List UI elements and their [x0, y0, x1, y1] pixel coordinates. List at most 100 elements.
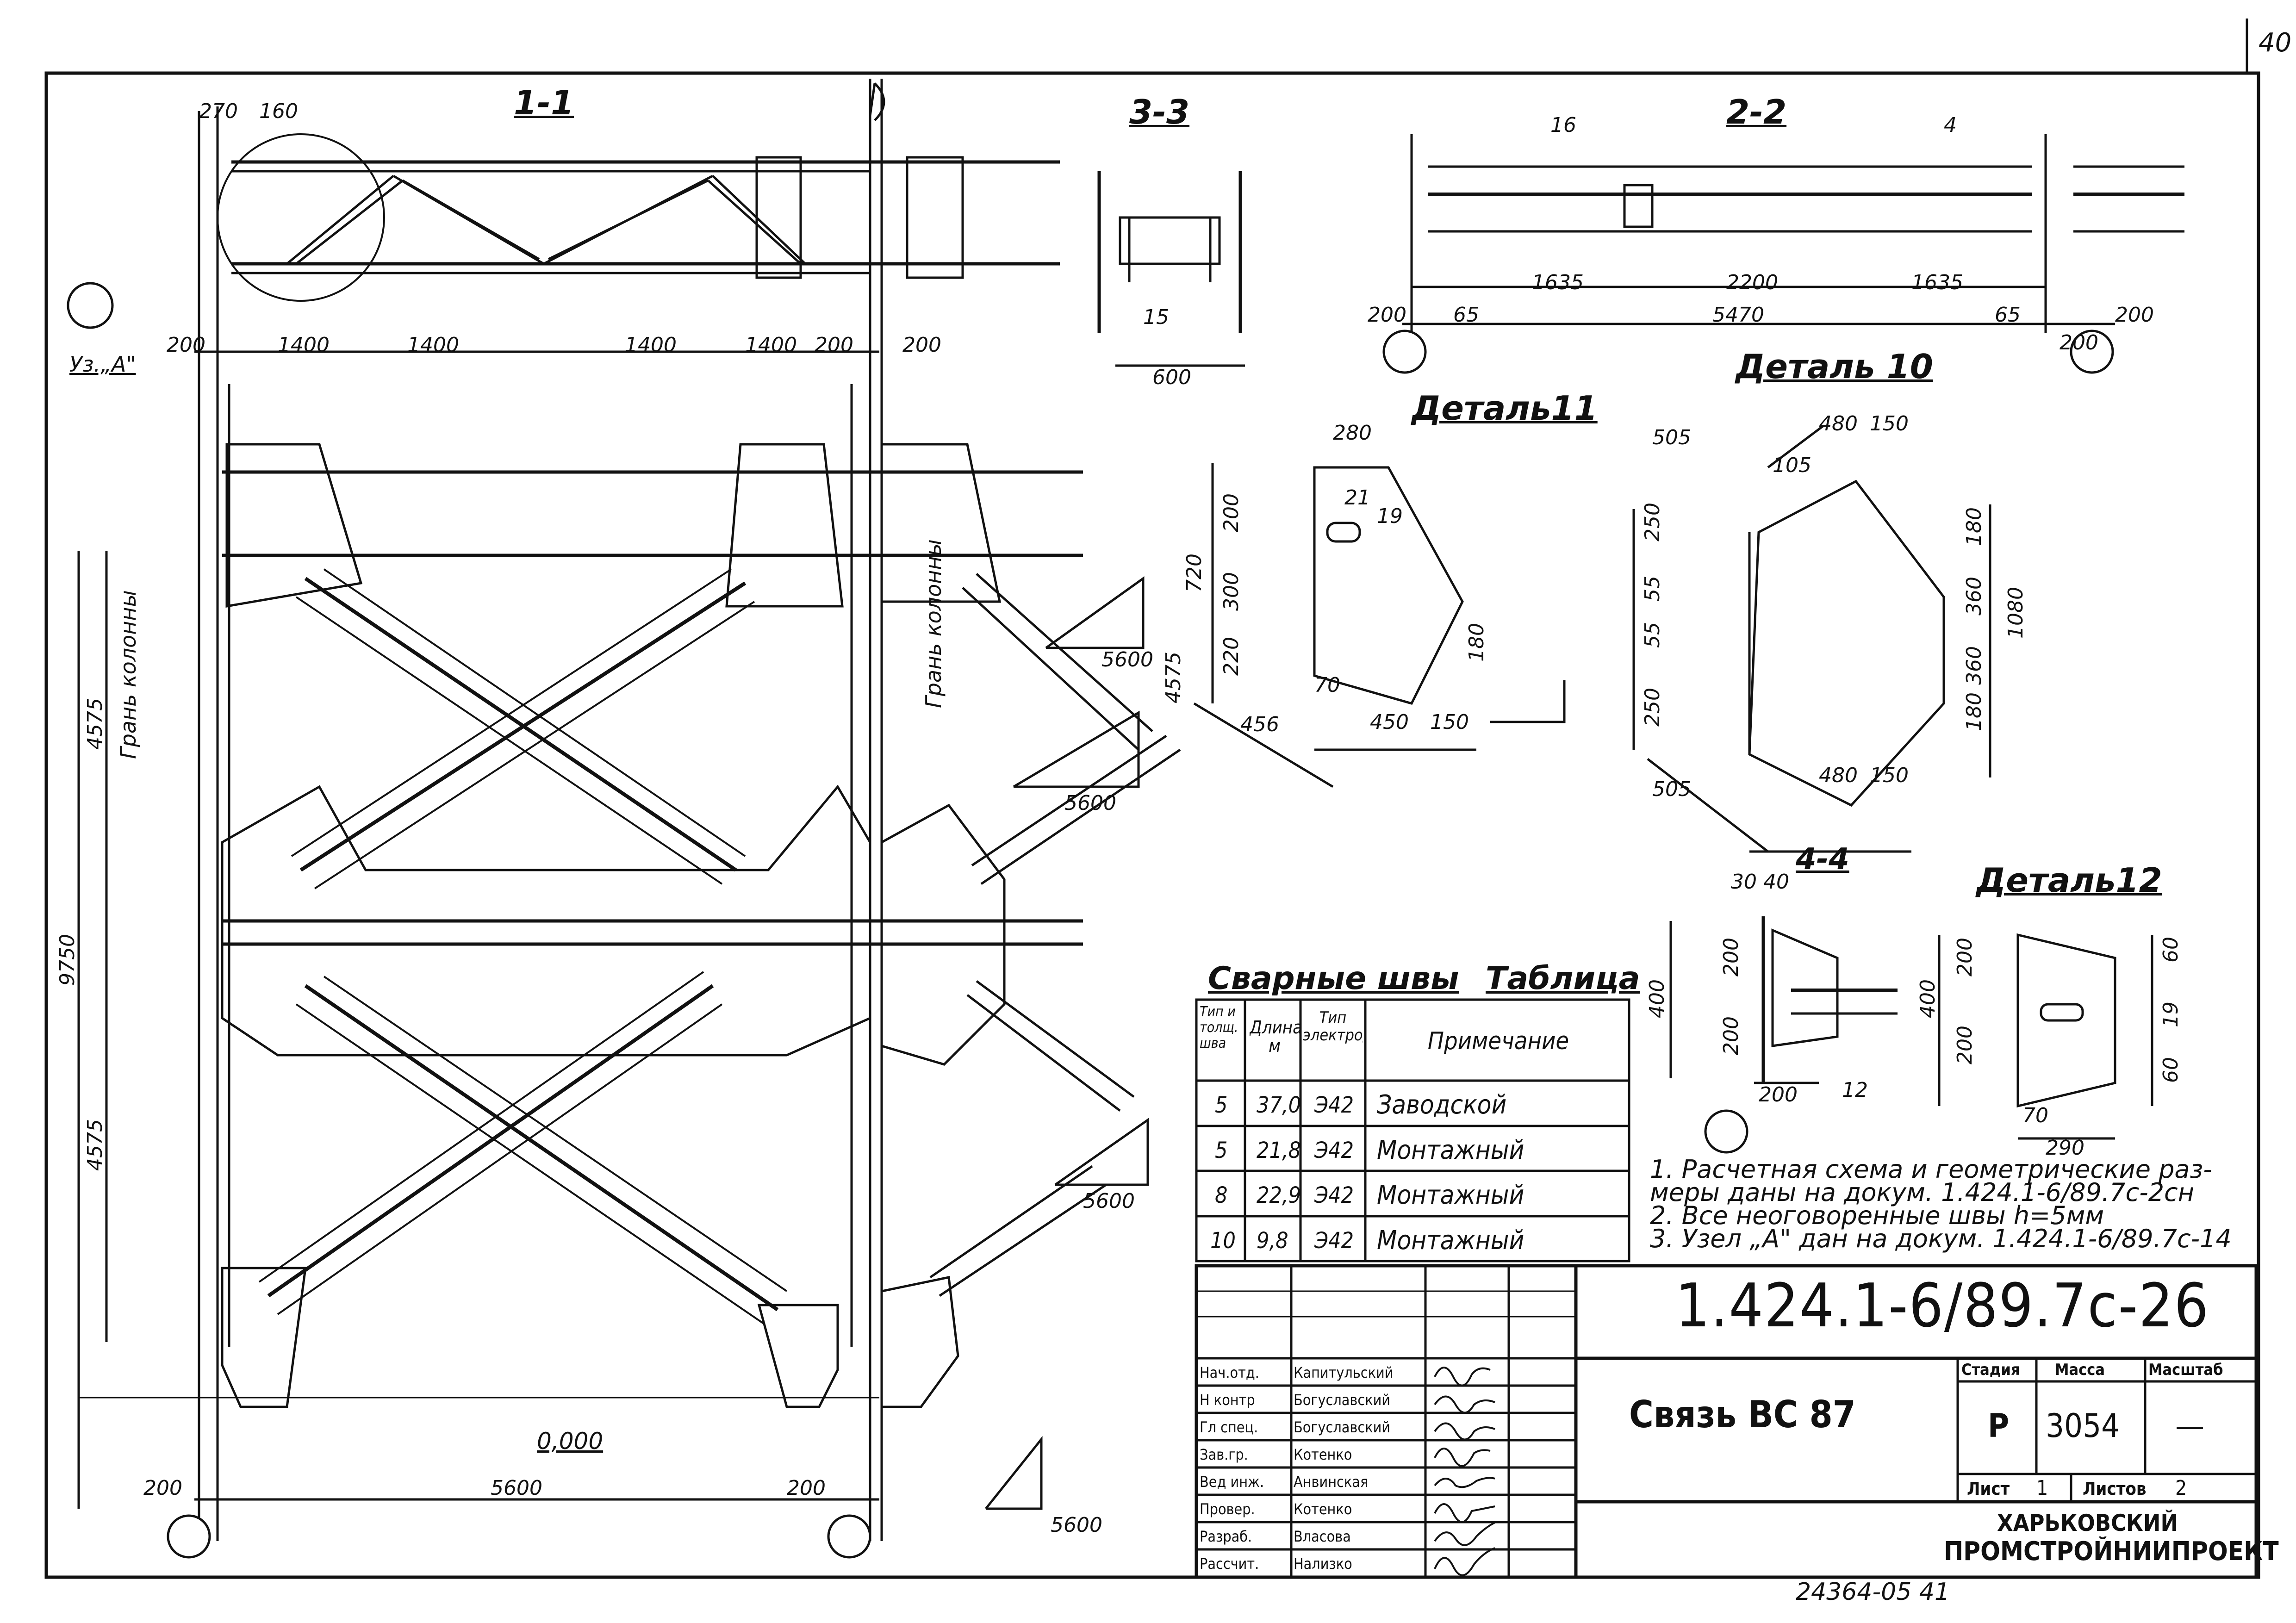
name-1: Богуславский — [1294, 1391, 1390, 1409]
weld-header-len: Длина, м — [1250, 1018, 1300, 1055]
weld-row-1-type: 5 — [1215, 1138, 1228, 1163]
d11-h3: 220 — [1220, 637, 1243, 676]
d12-r0: 60 — [2159, 937, 2183, 963]
slope-4575-a: 4575 — [1162, 652, 1185, 703]
d11-b2: 450 — [1370, 710, 1409, 734]
d12-total: 400 — [1916, 979, 1940, 1018]
note-1b: меры даны на докум. 1.424.1-6/89.7с-2сн — [1650, 1178, 2195, 1207]
d11-total: 720 — [1182, 553, 1206, 592]
weld-row-3-len: 9,8 — [1257, 1228, 1288, 1254]
weld-table-grid — [1195, 998, 1630, 1262]
detail-11-shape — [1193, 463, 1566, 788]
weld-row-1-note: Монтажный — [1377, 1135, 1524, 1165]
s44-top-1: 40 — [1763, 870, 1789, 894]
d12-b: 70 — [2022, 1104, 2048, 1127]
sheets-label: Листов — [2083, 1479, 2147, 1499]
dim-top-3: 1400 — [625, 333, 677, 357]
stage-value: Р — [1988, 1407, 2010, 1445]
dim-height-half-2: 4575 — [83, 1119, 107, 1171]
d12-r1: 19 — [2159, 1001, 2183, 1027]
dim-height-total: 9750 — [56, 934, 79, 986]
weld-row-2-len: 22,9 — [1257, 1182, 1301, 1208]
d11-small-0: 21 — [1344, 486, 1370, 510]
dim-top-4: 1400 — [745, 333, 797, 357]
d12-h2: 200 — [1953, 1026, 1977, 1064]
dim-top-row-0: 270 — [199, 99, 238, 123]
signatures — [1434, 1367, 1495, 1576]
d12-h1: 200 — [1953, 938, 1977, 976]
name-0: Капитульский — [1294, 1364, 1394, 1381]
d11-diag: 456 — [1240, 713, 1279, 736]
weld-row-2-type: 8 — [1215, 1182, 1228, 1208]
name-3: Котенко — [1294, 1446, 1352, 1463]
name-6: Власова — [1294, 1528, 1351, 1545]
d11-b1: 70 — [1314, 673, 1340, 697]
slope-5600-b: 5600 — [1064, 791, 1116, 815]
d10-top-1: 150 — [1870, 412, 1909, 435]
stage-label: Стадия — [1961, 1361, 2020, 1379]
detail-12-shape — [1938, 933, 2153, 1140]
detail-title-10: Деталь 10 — [1736, 347, 1933, 386]
d10-l0: 250 — [1641, 503, 1664, 541]
sec22-mark16: 16 — [1550, 113, 1576, 137]
dim-top-2: 1400 — [407, 333, 459, 357]
sheet-value: 1 — [2036, 1476, 2048, 1500]
weld-row-0-el: Э42 — [1314, 1092, 1354, 1118]
d12-w: 290 — [2046, 1136, 2084, 1160]
note-2: 2. Все неоговоренные швы h=5мм — [1650, 1201, 2104, 1230]
sec33-width: 600 — [1152, 366, 1191, 389]
d10-bl: 505 — [1652, 777, 1691, 801]
s44-total: 400 — [1645, 979, 1669, 1018]
d11-h1: 200 — [1220, 493, 1243, 532]
bottom-code: 24364-05 41 — [1796, 1578, 1950, 1606]
s44-b: 200 — [1759, 1083, 1798, 1107]
sec22-e3: 65 — [1995, 303, 2021, 327]
weld-header-el: Тип электрода — [1303, 1009, 1363, 1044]
detail-title-12: Деталь12 — [1976, 861, 2162, 900]
sec22-e5: 200 — [2115, 303, 2154, 327]
mass-value: 3054 — [2046, 1407, 2120, 1445]
sec22-total: 5470 — [1712, 303, 1764, 327]
sec22-e1: 200 — [1368, 303, 1406, 327]
sheets-value: 2 — [2175, 1476, 2187, 1500]
scale-label: Масштаб — [2148, 1361, 2223, 1379]
drawing-name: Связь ВС 87 — [1629, 1393, 1856, 1436]
org-line2: ПРОМСТРОЙНИИПРОЕКТ — [1944, 1536, 2279, 1567]
elevation-mark: 0,000 — [537, 1428, 604, 1455]
weld-row-3-type: 10 — [1210, 1228, 1236, 1254]
title-block-grid — [1195, 1264, 2258, 1579]
d11-small-4: 180 — [1465, 623, 1488, 662]
dim-top-row-1: 160 — [259, 99, 298, 123]
doc-code: 1.424.1-6/89.7с-26 — [1675, 1270, 2209, 1341]
name-2: Богуславский — [1294, 1418, 1390, 1436]
detail-10-shape — [1632, 425, 1991, 853]
column-face-left: Грань колонны — [116, 590, 141, 759]
slope-5600-c: 5600 — [1083, 1189, 1135, 1213]
d10-r2: 360 — [1962, 646, 1986, 685]
note-3: 3. Узел „А" дан на докум. 1.424.1-6/89.7… — [1650, 1224, 2232, 1253]
dim-height-half-1: 4575 — [83, 698, 107, 750]
d11-small-1: 19 — [1377, 504, 1403, 528]
section-title-3-3: 3-3 — [1129, 93, 1190, 131]
dim-top-1: 1400 — [278, 333, 330, 357]
d10-r1: 360 — [1962, 577, 1986, 616]
slope-5600-a: 5600 — [1101, 648, 1153, 672]
sec22-mark4: 4 — [1944, 113, 1957, 137]
section-3-3 — [1097, 171, 1245, 367]
d10-l3: 250 — [1641, 688, 1664, 727]
weld-table-subtitle: Таблица — [1486, 960, 1640, 997]
weld-table-title: Сварные швы — [1208, 960, 1459, 997]
d12-r2: 60 — [2159, 1057, 2183, 1083]
sec22-d1: 1635 — [1532, 271, 1584, 294]
sec22-e2: 65 — [1453, 303, 1479, 327]
d10-bottom-0: 480 — [1819, 764, 1858, 787]
role-4: Вед инж. — [1200, 1473, 1264, 1491]
detail-title-11: Деталь11 — [1412, 389, 1598, 428]
sheet-frame — [44, 71, 2260, 1579]
d10-small: 105 — [1773, 454, 1811, 477]
weld-header-type: Тип и толщ. шва — [1200, 1004, 1238, 1051]
section-title-1-1: 1-1 — [514, 83, 574, 122]
name-5: Котенко — [1294, 1500, 1352, 1518]
sec22-e4: 200 — [2060, 331, 2098, 354]
